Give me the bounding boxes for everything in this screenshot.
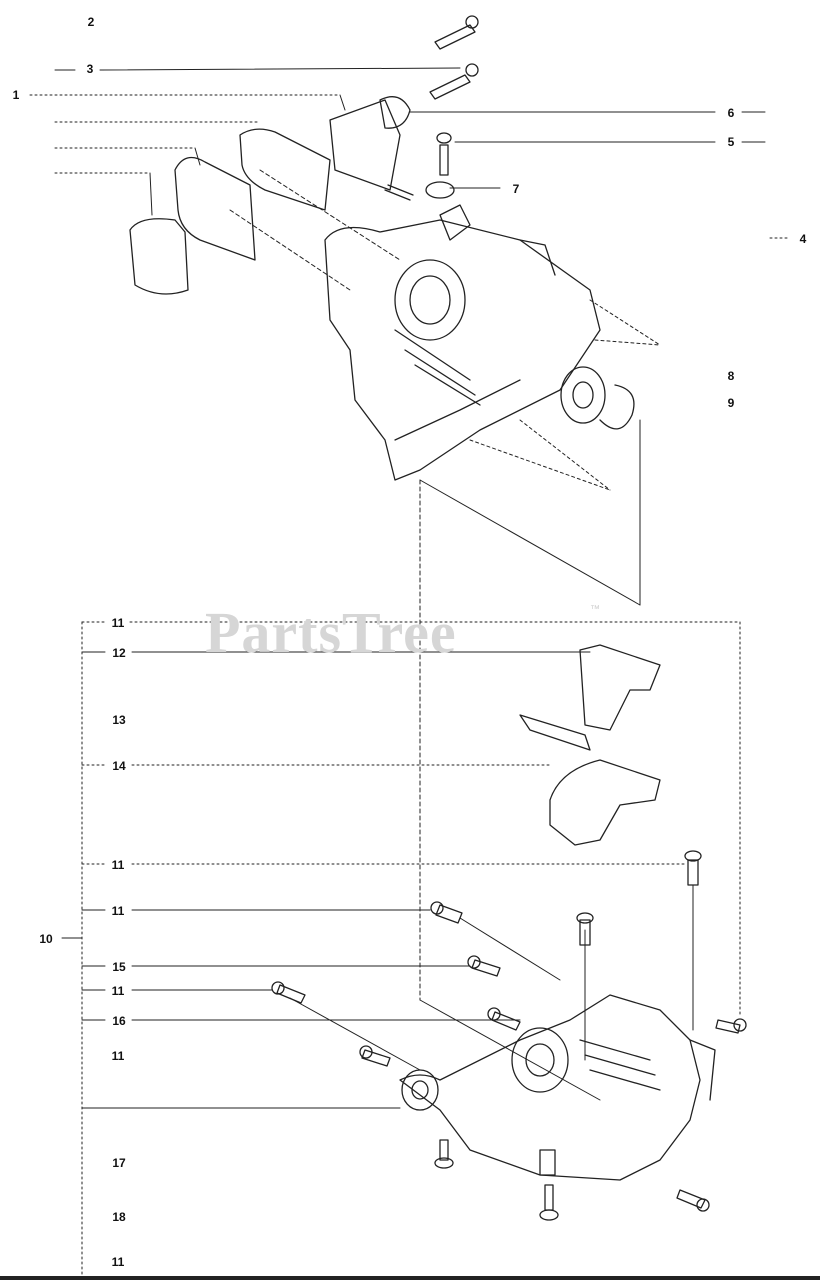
leader-lines-upper xyxy=(29,67,791,606)
watermark: PartsTree xyxy=(205,600,457,665)
callout-1: 1 xyxy=(12,88,20,102)
upper-clamps xyxy=(129,96,411,295)
callout-2: 2 xyxy=(87,15,95,29)
callout-8: 8 xyxy=(727,369,735,383)
leader-lines-lower xyxy=(61,479,741,1276)
lower-bolts xyxy=(271,850,747,1221)
callout-5: 5 xyxy=(727,135,735,149)
callout-14: 14 xyxy=(112,759,126,773)
callout-12: 12 xyxy=(112,646,126,660)
callout-18: 18 xyxy=(112,1210,126,1224)
bottom-border xyxy=(0,1276,820,1280)
callout-4: 4 xyxy=(799,232,807,246)
callout-11-c: 11 xyxy=(111,904,125,918)
callout-3: 3 xyxy=(86,62,94,76)
trademark-mark: ™ xyxy=(590,604,600,615)
callout-11-b: 11 xyxy=(111,858,125,872)
callout-16: 16 xyxy=(112,1014,126,1028)
callout-11-f: 11 xyxy=(111,1255,125,1269)
upper-bolts xyxy=(384,15,479,201)
callout-17: 17 xyxy=(112,1156,126,1170)
callout-11-e: 11 xyxy=(111,1049,125,1063)
callout-11-d: 11 xyxy=(111,984,125,998)
upper-crankcase xyxy=(324,204,601,481)
callout-11-a: 11 xyxy=(111,616,125,630)
lower-brackets xyxy=(519,644,661,846)
bearing-and-circlip xyxy=(425,181,635,430)
callout-15: 15 xyxy=(112,960,126,974)
callout-9: 9 xyxy=(727,396,735,410)
callout-7: 7 xyxy=(512,182,520,196)
callout-6: 6 xyxy=(727,106,735,120)
callout-13: 13 xyxy=(112,713,126,727)
lower-crankcase xyxy=(399,994,716,1181)
callout-10: 10 xyxy=(39,932,53,946)
